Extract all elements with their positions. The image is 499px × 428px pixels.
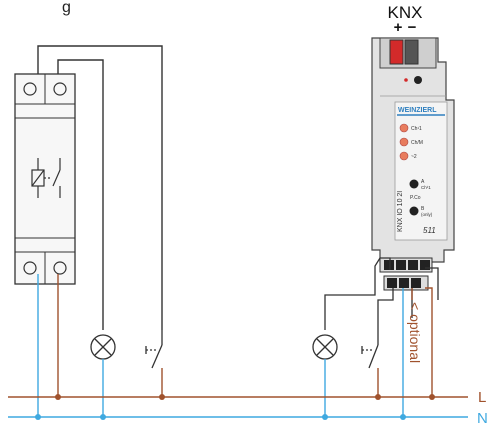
led-3-label: ~2 — [411, 154, 417, 160]
knx-label: KNX + − — [388, 3, 423, 36]
relay-coil-symbol — [31, 158, 61, 198]
brand-label: WEINZIERL — [398, 107, 437, 114]
top-label-left: g — [62, 0, 71, 16]
lamp-right — [312, 334, 338, 360]
model-label: KNX IO 10 2I — [397, 191, 404, 232]
led-2-label: Ch/M — [411, 140, 423, 146]
terminal-bottom-right — [53, 261, 67, 275]
terminal-top-left — [23, 82, 37, 96]
button-b — [409, 206, 419, 216]
prog-led-top — [404, 78, 408, 82]
knx-connector-grey — [404, 39, 419, 65]
relay-module — [14, 73, 76, 285]
button-a — [409, 179, 419, 189]
knx-connector-red — [389, 39, 404, 65]
terminal-bottom-left — [23, 261, 37, 275]
svg-text:Ch¹1: Ch¹1 — [421, 185, 431, 190]
knx-device: WEINZIERL Ch¹1 Ch/M ~2 KNX IO 10 2I A Ch… — [371, 37, 455, 291]
svg-text:(only): (only) — [421, 212, 433, 217]
svg-text:+: + — [394, 19, 403, 36]
label-N: N — [477, 410, 488, 427]
svg-text:KNX: KNX — [388, 3, 423, 22]
svg-text:B: B — [421, 206, 425, 212]
led-2 — [399, 137, 409, 147]
optional-label: < optional — [407, 302, 423, 363]
led-1-label: Ch¹1 — [411, 126, 422, 132]
svg-text:−: − — [408, 19, 417, 36]
led-3 — [399, 151, 409, 161]
relay-wires-top — [37, 45, 163, 330]
led-1 — [399, 123, 409, 133]
knx-wire-optional-L — [425, 287, 433, 397]
device-number: 511 — [423, 226, 436, 235]
prog-button-top — [414, 76, 422, 84]
switch-right — [361, 330, 379, 369]
lamp-left — [90, 334, 116, 360]
prog-label: P.Co — [410, 195, 421, 201]
junction-dots — [35, 394, 435, 420]
label-L: L — [478, 389, 486, 406]
switch-left — [145, 330, 163, 369]
terminal-top-right — [53, 82, 67, 96]
svg-text:A: A — [421, 179, 425, 185]
